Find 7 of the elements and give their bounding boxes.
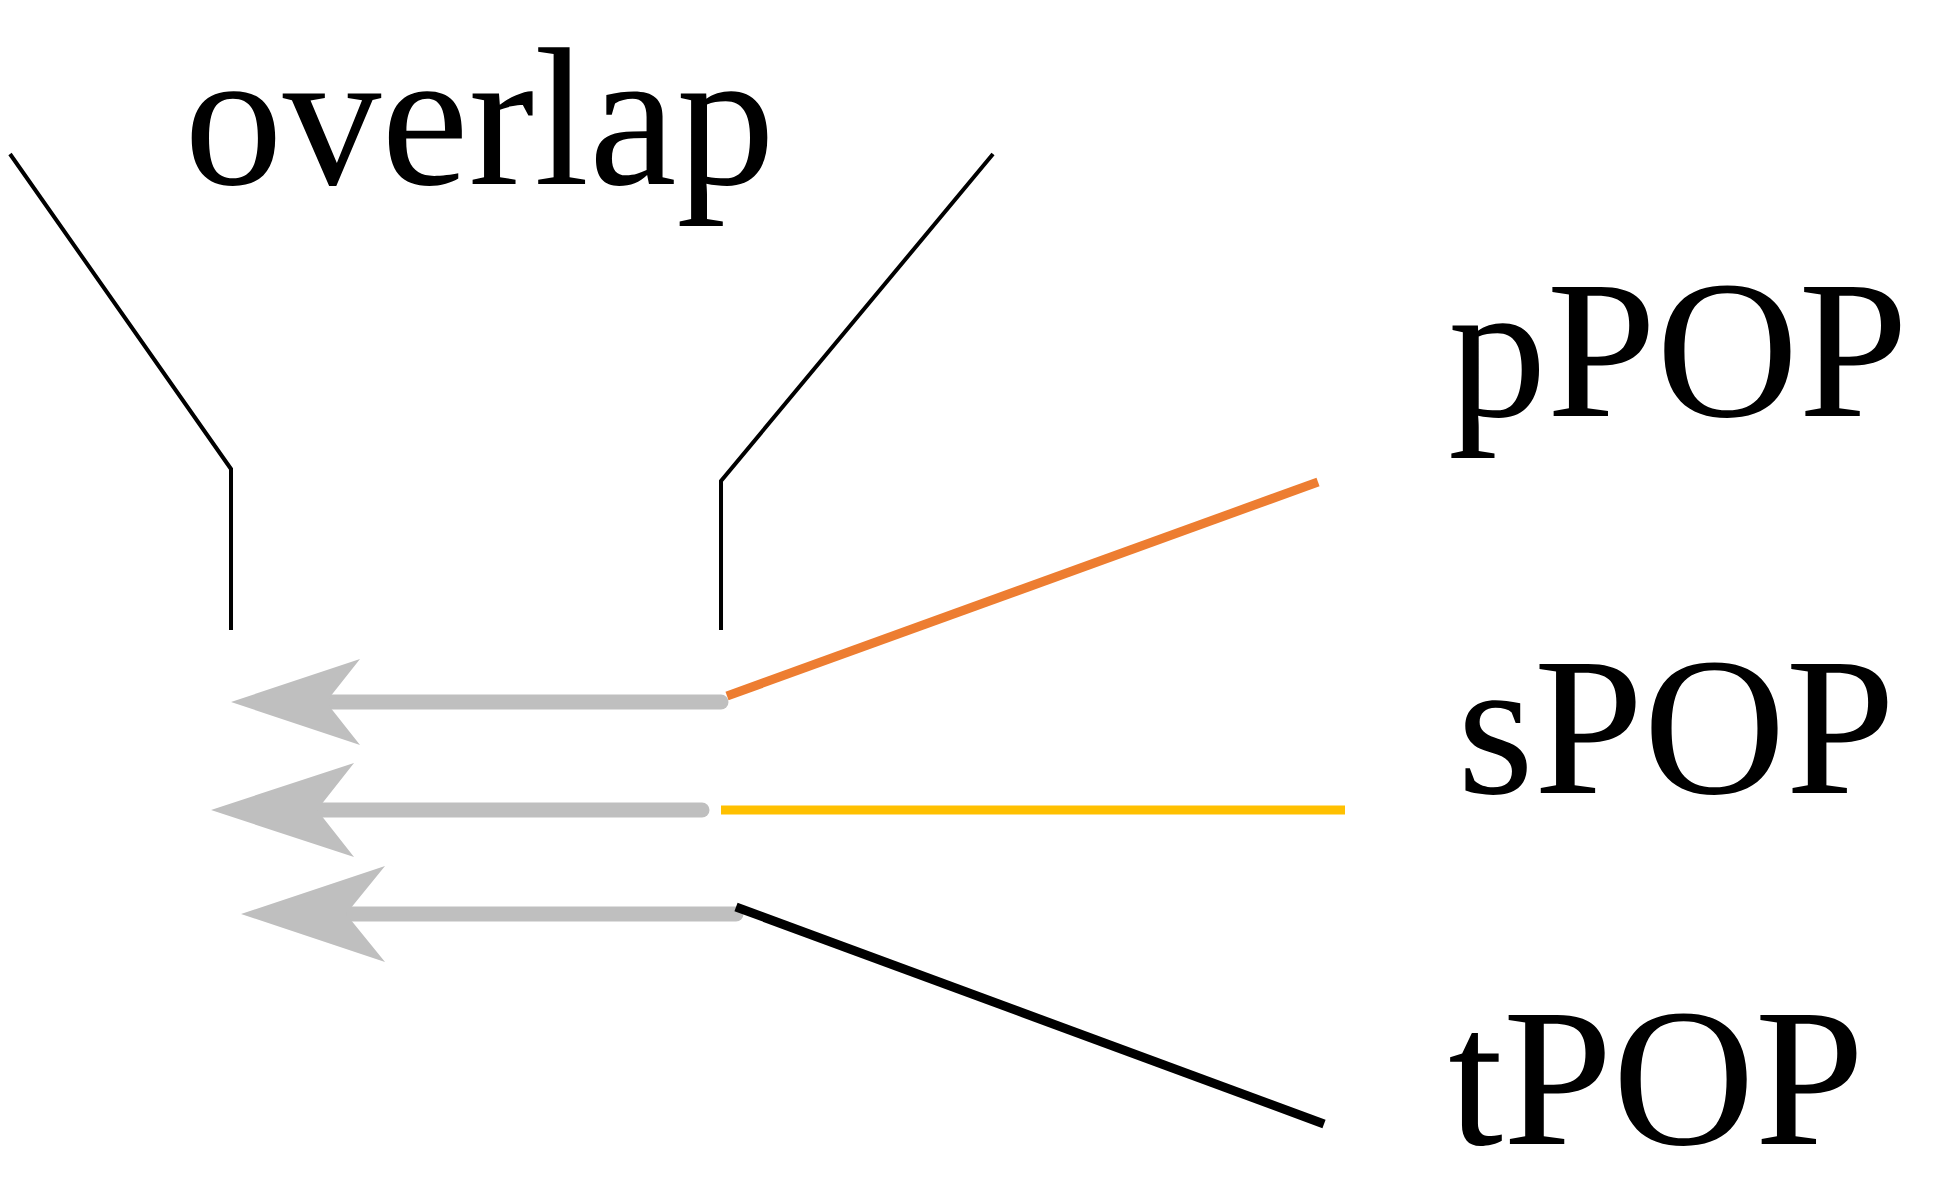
pathway-line bbox=[725, 477, 1320, 701]
pathway-label: tPOP bbox=[1450, 1013, 1857, 1146]
pathway-line bbox=[734, 902, 1326, 1129]
pathway-line bbox=[721, 805, 1345, 815]
pathway-label: sPOP bbox=[1465, 662, 1888, 795]
pathway-label: pPOP bbox=[1451, 285, 1901, 458]
title-text: overlap bbox=[191, 47, 768, 226]
